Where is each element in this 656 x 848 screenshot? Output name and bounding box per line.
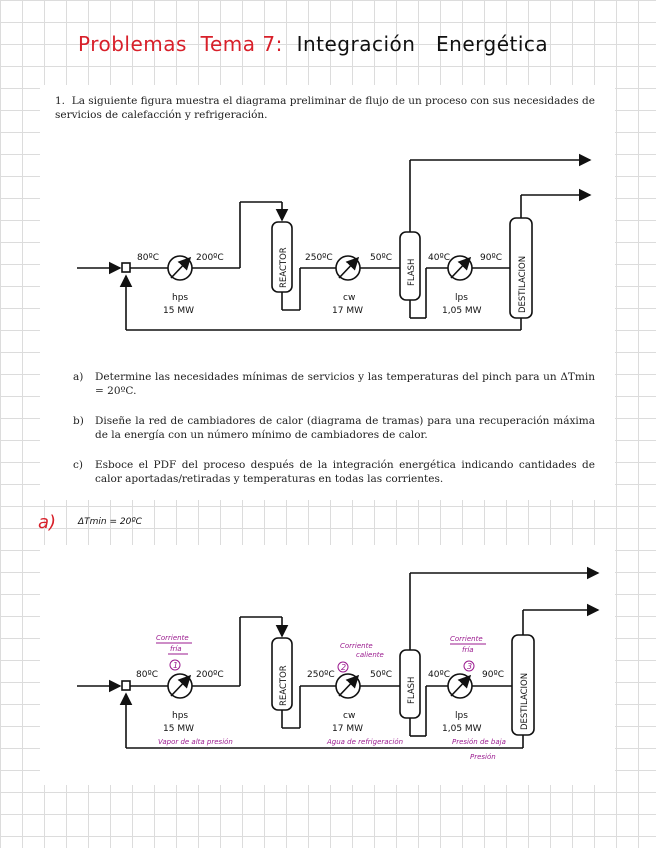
utility-label: cw (343, 293, 355, 303)
annotation: fría (462, 646, 474, 654)
utility-label: cw (343, 711, 355, 721)
page-title: Problemas Tema 7: Integración Energética (78, 32, 548, 56)
dtmin-note: ΔTmin = 20ºC (78, 517, 142, 527)
annotation: Corriente (156, 634, 189, 642)
part-text: Esboce el PDF del proceso después de la … (95, 459, 595, 485)
destilacion-label: DESTILACION (520, 673, 530, 730)
temp-label: 40ºC (428, 670, 450, 680)
duty-label: 1,05 MW (442, 724, 482, 734)
annotation-number: 1 (173, 661, 178, 670)
temp-label: 50ºC (370, 670, 392, 680)
part-b: b) Diseñe la red de cambiadores de calor … (73, 414, 598, 442)
question-text: La siguiente figura muestra el diagrama … (55, 95, 595, 121)
part-text: Diseñe la red de cambiadores de calor (d… (95, 415, 595, 441)
annotation: Corriente (340, 642, 373, 650)
part-label: b) (73, 415, 84, 427)
part-text: Determine las necesidades mínimas de ser… (95, 371, 595, 397)
duty-label: 17 MW (332, 724, 363, 734)
title-word-3: Integración (296, 32, 416, 56)
flash-label: FLASH (407, 677, 417, 704)
annotation: Presión de baja (452, 738, 506, 746)
utility-label: hps (172, 293, 188, 303)
utility-label: lps (455, 711, 468, 721)
annotation: caliente (356, 651, 384, 659)
answer-label: a) (38, 512, 57, 533)
question-number: 1. (55, 95, 66, 107)
flash-label: FLASH (407, 259, 417, 286)
utility-label: lps (455, 293, 468, 303)
part-label: c) (73, 459, 83, 471)
annotation: Corriente (450, 635, 483, 643)
annotation: Agua de refrigeración (326, 738, 403, 746)
destilacion-label: DESTILACION (518, 256, 528, 313)
duty-label: 15 MW (163, 724, 194, 734)
duty-label: 17 MW (332, 306, 363, 316)
temp-label: 90ºC (482, 670, 504, 680)
temp-label: 200ºC (196, 253, 224, 263)
duty-label: 1,05 MW (442, 306, 482, 316)
temp-label: 90ºC (480, 253, 502, 263)
duty-label: 15 MW (163, 306, 194, 316)
annotation-number: 2 (341, 663, 346, 672)
flowsheet-bottom (77, 566, 600, 749)
temp-label: 80ºC (137, 253, 159, 263)
temp-label: 80ºC (136, 670, 158, 680)
temp-label: 250ºC (305, 253, 333, 263)
title-word-2: Tema 7: (200, 32, 283, 56)
temp-label: 250ºC (307, 670, 335, 680)
flowsheet-top (77, 153, 592, 331)
reactor-label: REACTOR (279, 665, 289, 706)
title-word-1: Problemas (78, 32, 187, 56)
annotation: Presión (470, 753, 496, 761)
utility-label: hps (172, 711, 188, 721)
temp-label: 200ºC (196, 670, 224, 680)
question-1: 1. La siguiente figura muestra el diagra… (55, 94, 595, 122)
title-word-4: Energética (436, 32, 549, 56)
part-label: a) (73, 371, 84, 383)
annotation-number: 3 (467, 662, 472, 671)
temp-label: 50ºC (370, 253, 392, 263)
part-c: c) Esboce el PDF del proceso después de l… (73, 458, 598, 486)
reactor-label: REACTOR (279, 247, 289, 288)
annotation: fría (170, 645, 182, 653)
part-a: a) Determine las necesidades mínimas de s… (73, 370, 598, 398)
temp-label: 40ºC (428, 253, 450, 263)
annotation: Vapor de alta presión (158, 738, 233, 746)
